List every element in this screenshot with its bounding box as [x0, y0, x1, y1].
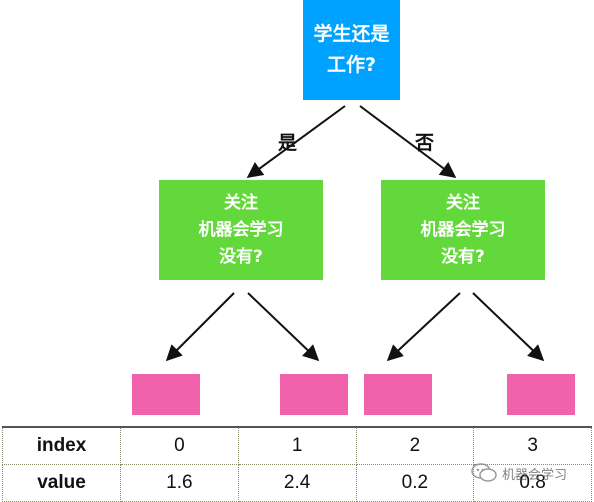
decision-node-right: 关注 机器会学习 没有?: [381, 180, 545, 280]
leaf-node-1: [132, 374, 200, 415]
arrow-left-1: [165, 292, 235, 362]
decision-left-line-2: 机器会学习: [198, 219, 284, 240]
leaf-node-3: [364, 374, 432, 415]
root-line-1: 学生还是: [313, 23, 390, 45]
index-cell-3: 3: [473, 426, 592, 465]
index-cell-0: 0: [120, 426, 239, 465]
arrow-right-2: [472, 292, 545, 362]
root-line-2: 工作?: [326, 54, 377, 76]
arrow-root-yes: [246, 105, 346, 178]
arrow-right-1: [386, 292, 461, 362]
arrow-left-2: [247, 292, 320, 362]
decision-right-line-2: 机器会学习: [420, 219, 506, 240]
decision-node-left: 关注 机器会学习 没有?: [159, 180, 323, 280]
edge-label-yes: 是: [278, 132, 298, 154]
decision-left-line-3: 没有?: [219, 246, 263, 267]
arrow-root-no: [359, 105, 457, 178]
row-label-index: index: [2, 426, 121, 465]
index-cell-2: 2: [355, 426, 475, 465]
table-row-index: index 0 1 2 3: [2, 426, 592, 465]
decision-left-line-1: 关注: [224, 192, 258, 213]
watermark: 机器会学习: [470, 462, 567, 484]
decision-right-line-3: 没有?: [441, 246, 485, 267]
decision-right-line-1: 关注: [446, 192, 480, 213]
index-value-table: index 0 1 2 3 value 1.6 2.4 0.2 0.8: [2, 426, 592, 502]
leaf-node-4: [507, 374, 575, 415]
value-cell-0: 1.6: [120, 464, 239, 502]
root-node: 学生还是 工作?: [303, 0, 400, 100]
edge-label-no: 否: [415, 132, 435, 154]
value-cell-1: 2.4: [237, 464, 357, 502]
value-cell-2: 0.2: [355, 464, 475, 502]
watermark-text: 机器会学习: [502, 467, 568, 483]
row-label-value: value: [2, 464, 121, 502]
index-cell-1: 1: [237, 426, 357, 465]
wechat-icon: [471, 463, 497, 482]
leaf-node-2: [280, 374, 348, 415]
